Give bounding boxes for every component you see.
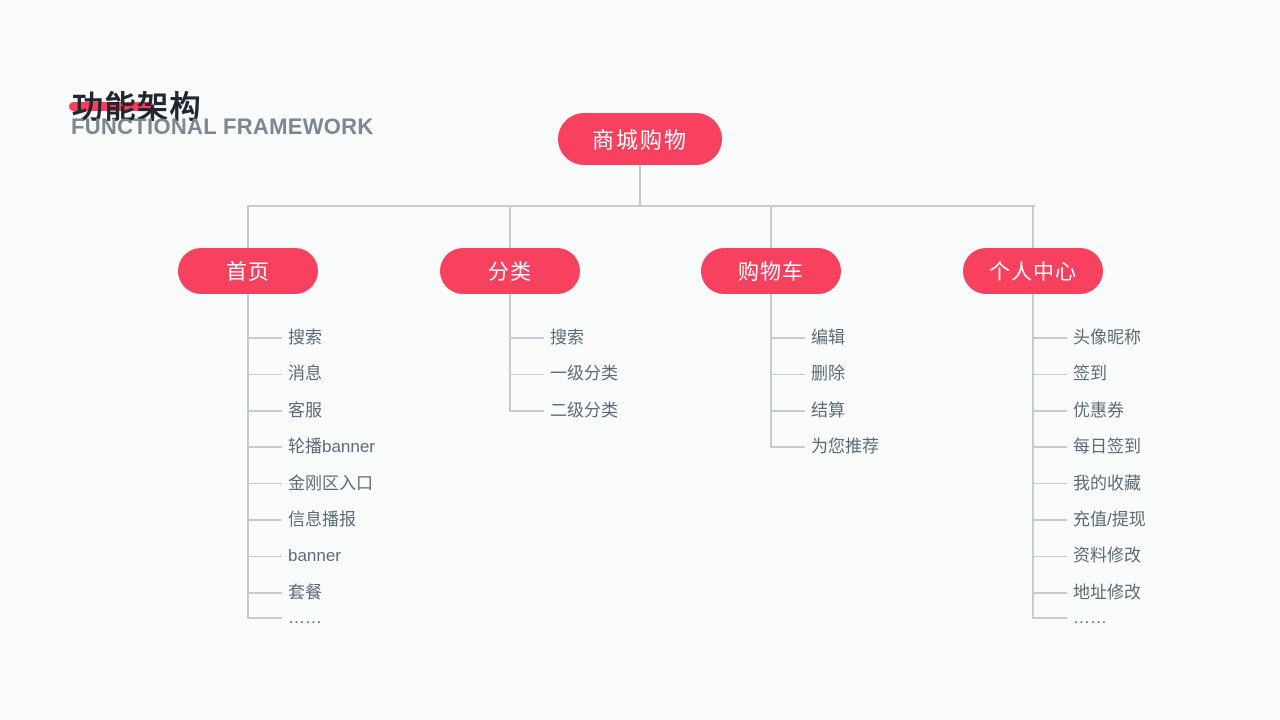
- item-label: 我的收藏: [1073, 473, 1141, 493]
- item-label: 每日签到: [1073, 437, 1141, 457]
- node-branch-pill-2: 分类: [440, 248, 580, 294]
- branch-trunk-line: [1032, 205, 1034, 619]
- branch-trunk-line: [247, 205, 249, 619]
- branch-trunk-line: [770, 205, 772, 448]
- branch-trunk-line: [509, 205, 511, 412]
- node-root-pill: 商城购物: [558, 113, 722, 165]
- item-label: ……: [1073, 607, 1107, 627]
- item-tick-line: [1033, 555, 1067, 558]
- item-tick-line: [1033, 482, 1067, 485]
- item-label: 为您推荐: [811, 437, 879, 457]
- item-tick-line: [1033, 337, 1067, 339]
- item-label: 签到: [1073, 364, 1107, 384]
- item-label: 结算: [811, 400, 845, 420]
- item-tick-line: [771, 410, 805, 412]
- item-label: 编辑: [811, 328, 845, 347]
- node-branch-pill-1: 首页: [178, 248, 318, 294]
- item-tick-line: [510, 373, 544, 376]
- page-title: 功能架构: [72, 89, 202, 125]
- item-tick-line: [248, 410, 282, 412]
- item-tick-line: [771, 446, 805, 448]
- item-label: 删除: [811, 364, 845, 384]
- item-tick-line: [771, 373, 805, 376]
- item-tick-line: [248, 373, 282, 376]
- item-tick-line: [510, 337, 544, 339]
- item-label: 消息: [288, 364, 322, 384]
- item-label: 一级分类: [550, 364, 618, 384]
- page-subtitle: FUNCTIONAL FRAMEWORK: [71, 114, 374, 139]
- item-label: ……: [288, 607, 322, 627]
- item-label: 搜索: [288, 328, 322, 347]
- item-tick-line: [248, 519, 282, 521]
- node-branch-pill-4: 个人中心: [963, 248, 1103, 294]
- root-connector-line: [639, 165, 641, 205]
- item-tick-line: [1033, 410, 1067, 412]
- item-tick-line: [248, 592, 282, 594]
- item-label: 二级分类: [550, 400, 618, 420]
- item-tick-line: [248, 337, 282, 339]
- item-label: 轮播banner: [288, 437, 375, 457]
- item-tick-line: [1033, 592, 1067, 594]
- item-label: 优惠券: [1073, 400, 1124, 420]
- item-tick-line: [510, 410, 544, 412]
- item-label: 地址修改: [1073, 582, 1141, 602]
- item-tick-line: [771, 337, 805, 339]
- item-tick-line: [248, 482, 282, 485]
- title-underline-accent: [69, 102, 154, 111]
- item-label: 金刚区入口: [288, 473, 373, 493]
- item-tick-line: [1033, 617, 1067, 619]
- item-tick-line: [248, 555, 282, 558]
- item-tick-line: [248, 446, 282, 448]
- item-label: 头像昵称: [1073, 328, 1141, 347]
- node-branch-pill-3: 购物车: [701, 248, 841, 294]
- item-label: 充值/提现: [1073, 510, 1146, 529]
- item-label: 搜索: [550, 328, 584, 347]
- item-tick-line: [1033, 446, 1067, 448]
- item-tick-line: [1033, 373, 1067, 376]
- item-tick-line: [248, 617, 282, 619]
- item-label: 客服: [288, 400, 322, 420]
- item-label: 资料修改: [1073, 546, 1141, 566]
- tree-rail-line: [248, 205, 1035, 207]
- item-label: 套餐: [288, 582, 322, 602]
- item-tick-line: [1033, 519, 1067, 521]
- item-label: 信息播报: [288, 510, 356, 529]
- item-label: banner: [288, 546, 341, 566]
